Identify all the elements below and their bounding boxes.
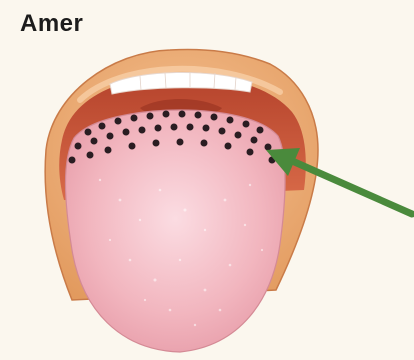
tongue xyxy=(66,110,286,352)
